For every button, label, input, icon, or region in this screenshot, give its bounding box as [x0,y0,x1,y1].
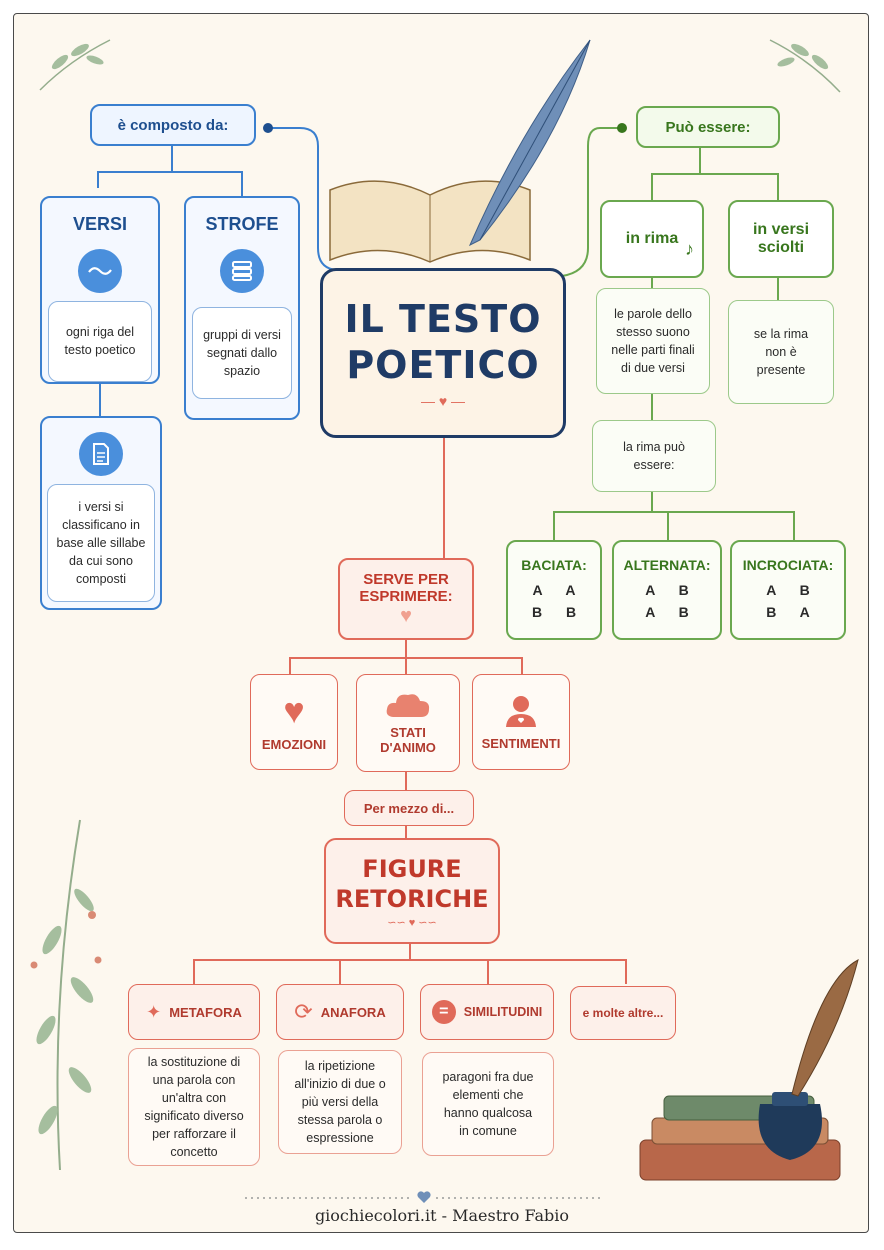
rima-type-row1: A B [645,581,699,598]
anafora-desc-box: la ripetizione all'inizio di due o più v… [278,1050,402,1154]
serve-item-emozioni: ♥ EMOZIONI [250,674,338,770]
heart-icon: — ♥ — [420,392,466,409]
figure-item-anafora: ⟳ ANAFORA [276,984,404,1040]
figure-item-similitudini: = SIMILITUDINI [420,984,554,1040]
serve-item-label: EMOZIONI [261,736,327,752]
classify-card: i versi si classificano in base alle sil… [40,416,162,610]
serve-header-line1: SERVE PER [363,571,449,588]
serve-header-line2: ESPRIMERE: [359,588,453,605]
footer-credit: giochiecolori.it - Maestro Fabio [314,1206,570,1225]
versi-desc: ogni riga del testo poetico [64,325,136,358]
rima-type-row2: B A [766,604,820,620]
figure-item-name: e molte altre... [582,1006,664,1020]
wave-icon [78,249,122,293]
central-title-line1: IL TESTO [344,297,542,342]
sciolti-desc: se la rima non è presente [753,326,809,378]
central-title-box: IL TESTO POETICO — ♥ — [320,268,566,438]
classify-desc-box: i versi si classificano in base alle sil… [47,484,155,602]
figure-title-line2: RETORICHE [335,884,489,913]
anafora-desc: la ripetizione all'inizio di due o più v… [294,1058,386,1146]
stack-icon [220,249,264,293]
puo-essere-header: Può essere: [636,106,780,148]
in-rima-desc-box: le parole dello stesso suono nelle parti… [596,288,710,394]
music-note-icon: ♪ [685,239,694,259]
in-rima-card: in rima ♪ [600,200,704,278]
similitudini-desc-box: paragoni fra due elementi che hanno qual… [422,1052,554,1156]
metafora-desc-box: la sostituzione di una parola con un'alt… [128,1048,260,1166]
versi-desc-box: ogni riga del testo poetico [48,300,152,382]
rima-puo-box: la rima può essere: [592,420,716,492]
serve-item-stati: STATI D'ANIMO [356,674,460,772]
figure-item-name: ANAFORA [320,1004,386,1020]
figure-item-metafora: ✦ METAFORA [128,984,260,1040]
figure-item-name: SIMILITUDINI [463,1005,543,1019]
figure-item-name: METAFORA [169,1004,242,1020]
sciolti-desc-box: se la rima non è presente [728,300,834,404]
composto-header: è composto da: [90,104,256,146]
serve-item-sentimenti: SENTIMENTI [472,674,570,770]
rima-type-row2: A B [645,604,699,620]
rima-puo-text: la rima può essere: [623,439,685,472]
heart-icon: ♥ [400,605,412,627]
person-icon [506,695,536,727]
equals-icon: = [431,1000,456,1024]
sciolti-card: in versi sciolti [728,200,834,278]
heart-icon: ♥ [283,689,305,731]
in-rima-title: in rima [625,230,679,247]
mezzo-box: Per mezzo di... [344,790,474,826]
strofe-desc-box: gruppi di versi segnati dallo spazio [192,307,292,399]
serve-item-label: SENTIMENTI [481,735,561,751]
mezzo-text: Per mezzo di... [363,800,455,816]
rima-type-row1: A A [532,581,586,598]
heart-flourish-icon: ∽∽ ♥ ∽∽ [387,916,437,929]
rima-type-name: INCROCIATA: [742,556,834,573]
rima-type-row2: B B [531,604,587,620]
in-rima-desc: le parole dello stesso suono nelle parti… [611,306,695,376]
versi-title: VERSI [72,214,128,234]
figure-title-line1: FIGURE [362,854,462,883]
strofe-title: STROFE [205,214,279,234]
rima-type-name: BACIATA: [521,556,587,573]
cloud-icon [386,694,430,717]
puo-essere-header-text: Può essere: [665,118,751,136]
sciolti-title-line1: in versi [752,221,810,238]
metafora-desc: la sostituzione di una parola con un'alt… [144,1054,244,1160]
similitudini-desc: paragoni fra due elementi che hanno qual… [442,1069,534,1139]
sciolti-title-line2: sciolti [757,239,805,256]
classify-desc: i versi si classificano in base alle sil… [56,499,146,587]
rima-type-alternata: ALTERNATA: A B A B [612,540,722,640]
composto-header-text: è composto da: [117,116,229,134]
rima-type-incrociata: INCROCIATA: A B B A [730,540,846,640]
strofe-card: STROFE gruppi di versi segnati dallo spa… [184,196,300,420]
figure-item-altre: e molte altre... [570,986,676,1040]
serve-item-label: STATI D'ANIMO [380,725,436,755]
rima-type-row1: A B [766,581,820,598]
repeat-icon: ⟳ [294,999,313,1024]
document-icon [79,432,123,476]
central-title-line2: POETICO [346,343,540,387]
rima-type-name: ALTERNATA: [623,556,711,573]
strofe-desc: gruppi di versi segnati dallo spazio [203,327,281,379]
serve-header: SERVE PER ESPRIMERE: ♥ [338,558,474,640]
figure-retoriche-box: FIGURE RETORICHE ∽∽ ♥ ∽∽ [324,838,500,944]
rima-type-baciata: BACIATA: A A B B [506,540,602,640]
versi-card: VERSI ogni riga del testo poetico [40,196,160,384]
shooting-star-icon: ✦ [146,1001,162,1022]
